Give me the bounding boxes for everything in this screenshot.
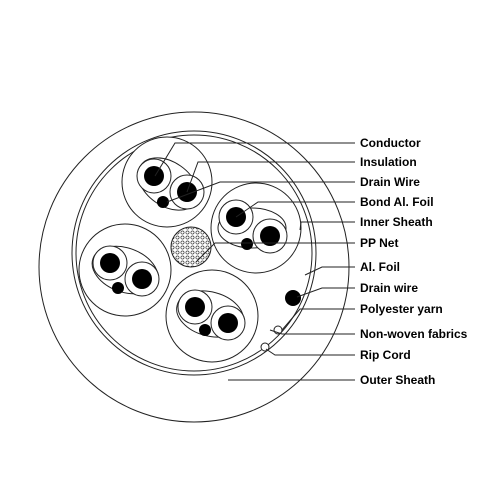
twisted-pair-left (78, 223, 172, 317)
label-drain-wire: Drain Wire (360, 175, 420, 189)
label-outer-sheath: Outer Sheath (360, 373, 435, 387)
label-conductor: Conductor (360, 136, 421, 150)
label-al-foil: Al. Foil (360, 260, 400, 274)
conductor (185, 297, 205, 317)
drain-wire (112, 282, 124, 294)
twisted-pair-bottom (165, 269, 259, 363)
drain-wire (157, 196, 169, 208)
drain-wire (199, 324, 211, 336)
conductor (144, 166, 164, 186)
label-bond-al-foil: Bond Al. Foil (360, 195, 434, 209)
label-non-woven-fabrics: Non-woven fabrics (360, 327, 468, 341)
label-inner-sheath: Inner Sheath (360, 215, 433, 229)
drain-wire (241, 238, 253, 250)
conductor (218, 313, 238, 333)
label-pp-net: PP Net (360, 236, 398, 250)
label-rip-cord: Rip Cord (360, 348, 411, 362)
conductor (100, 253, 120, 273)
label-drain-wire-outer: Drain wire (360, 281, 418, 295)
conductor (132, 269, 152, 289)
drain-wire-outer (285, 290, 301, 306)
label-polyester-yarn: Polyester yarn (360, 302, 443, 316)
non-woven-dot (260, 342, 270, 352)
conductor (260, 226, 280, 246)
label-insulation: Insulation (360, 155, 417, 169)
twisted-pair-right (210, 182, 302, 274)
pp-net (170, 226, 212, 268)
leader-lines (154, 142, 355, 381)
twisted-pair-top (121, 136, 213, 228)
